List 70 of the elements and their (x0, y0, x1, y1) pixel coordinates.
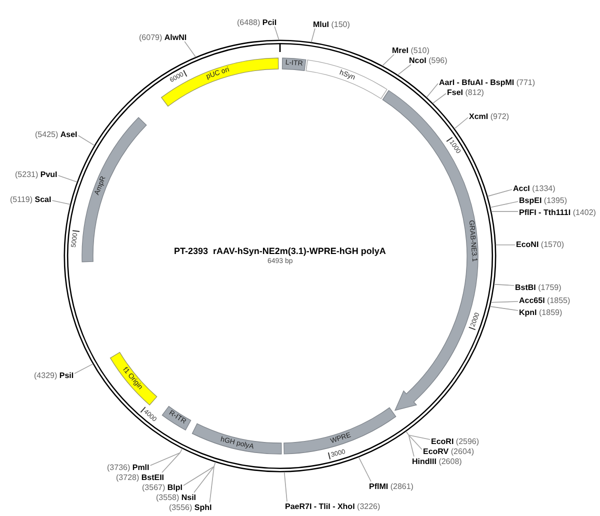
restriction-site-label: PflFI - Tth111I (1402) (518, 208, 597, 216)
restriction-site-label: (3567) BlpI (141, 482, 184, 492)
leader-line (214, 462, 216, 467)
leader-line (426, 83, 438, 98)
leader-line (183, 466, 214, 486)
leader-line (194, 466, 214, 493)
leader-line (74, 364, 94, 374)
restriction-site-label: Acc65I (1855) (518, 296, 572, 304)
restriction-site-label: MreI (510) (391, 46, 430, 54)
leader-line (58, 175, 78, 182)
restriction-site-label: AarI - BfuAI - BspMI (771) (438, 78, 536, 86)
restriction-site-label: (3556) SphI (168, 502, 213, 512)
restriction-site-label: HindIII (2608) (411, 456, 463, 466)
feature-bar (81, 116, 148, 263)
leader-line (184, 41, 196, 58)
restriction-site-label: PflMI (2861) (368, 482, 414, 490)
restriction-site-label: AccI (1334) (512, 184, 556, 192)
plasmid-title: PT-2393 rAAV-hSyn-NE2m(3.1)-WPRE-hGH polyA (174, 246, 386, 256)
restriction-site-label: (5231) PvuI (14, 170, 58, 178)
feature-bar (282, 406, 397, 455)
leader-line (209, 466, 214, 503)
leader-line (432, 93, 446, 104)
leader-line (274, 26, 280, 40)
leader-line (454, 117, 468, 130)
leader-line (78, 135, 95, 146)
restriction-site-label: (5425) AseI (34, 130, 78, 138)
leader-line (358, 456, 372, 482)
leader-line (490, 211, 518, 212)
leader-line (408, 434, 430, 440)
leader-line (382, 54, 394, 66)
leader-line (397, 64, 412, 76)
feature-bar (161, 405, 192, 432)
leader-line (310, 28, 316, 43)
restriction-site-label: BstBI (1759) (514, 282, 562, 292)
feature-bar (109, 351, 158, 406)
restriction-site-label: BspEI (1395) (518, 196, 568, 204)
restriction-site-label: (3728) BstEII (115, 472, 166, 482)
restriction-site-label: EcoNI (1570) (515, 240, 566, 248)
leader-line (490, 201, 518, 208)
leader-line (150, 452, 181, 466)
feature-bar (305, 58, 388, 100)
restriction-site-label: EcoRI (2596) (430, 436, 480, 446)
leader-line (162, 452, 181, 473)
restriction-site-label: FseI (812) (446, 88, 485, 96)
leader-line (408, 434, 422, 450)
leader-line (490, 301, 518, 303)
restriction-site-label: (4329) PsiI (33, 370, 75, 380)
leader-line (406, 431, 410, 436)
feature-bar (191, 422, 283, 455)
restriction-site-label: (5119) ScaI (9, 194, 52, 204)
restriction-site-label: KpnI (1859) (518, 308, 564, 316)
restriction-site-label: XcmI (972) (468, 112, 510, 120)
leader-line (490, 306, 518, 311)
leader-line (408, 434, 414, 457)
restriction-site-label: (6488) PciI (236, 18, 278, 26)
feature-bar (281, 57, 307, 72)
leader-line (284, 472, 288, 502)
restriction-site-label: PaeR7I - TliI - XhoI (3226) (284, 502, 382, 510)
restriction-site-label: (3558) NsiI (155, 492, 198, 502)
restriction-site-label: MluI (150) (312, 20, 351, 28)
leader-line (495, 244, 516, 246)
restriction-site-label: NcoI (596) (408, 56, 448, 64)
leader-line (180, 448, 183, 454)
feature-bar (160, 57, 280, 108)
leader-line (52, 200, 71, 205)
leader-line (487, 189, 512, 197)
restriction-site-label: (6079) AlwNI (138, 32, 188, 42)
restriction-site-label: (3736) PmlI (106, 462, 150, 472)
leader-line (494, 284, 514, 286)
restriction-site-label: EcoRV (2604) (422, 446, 475, 456)
